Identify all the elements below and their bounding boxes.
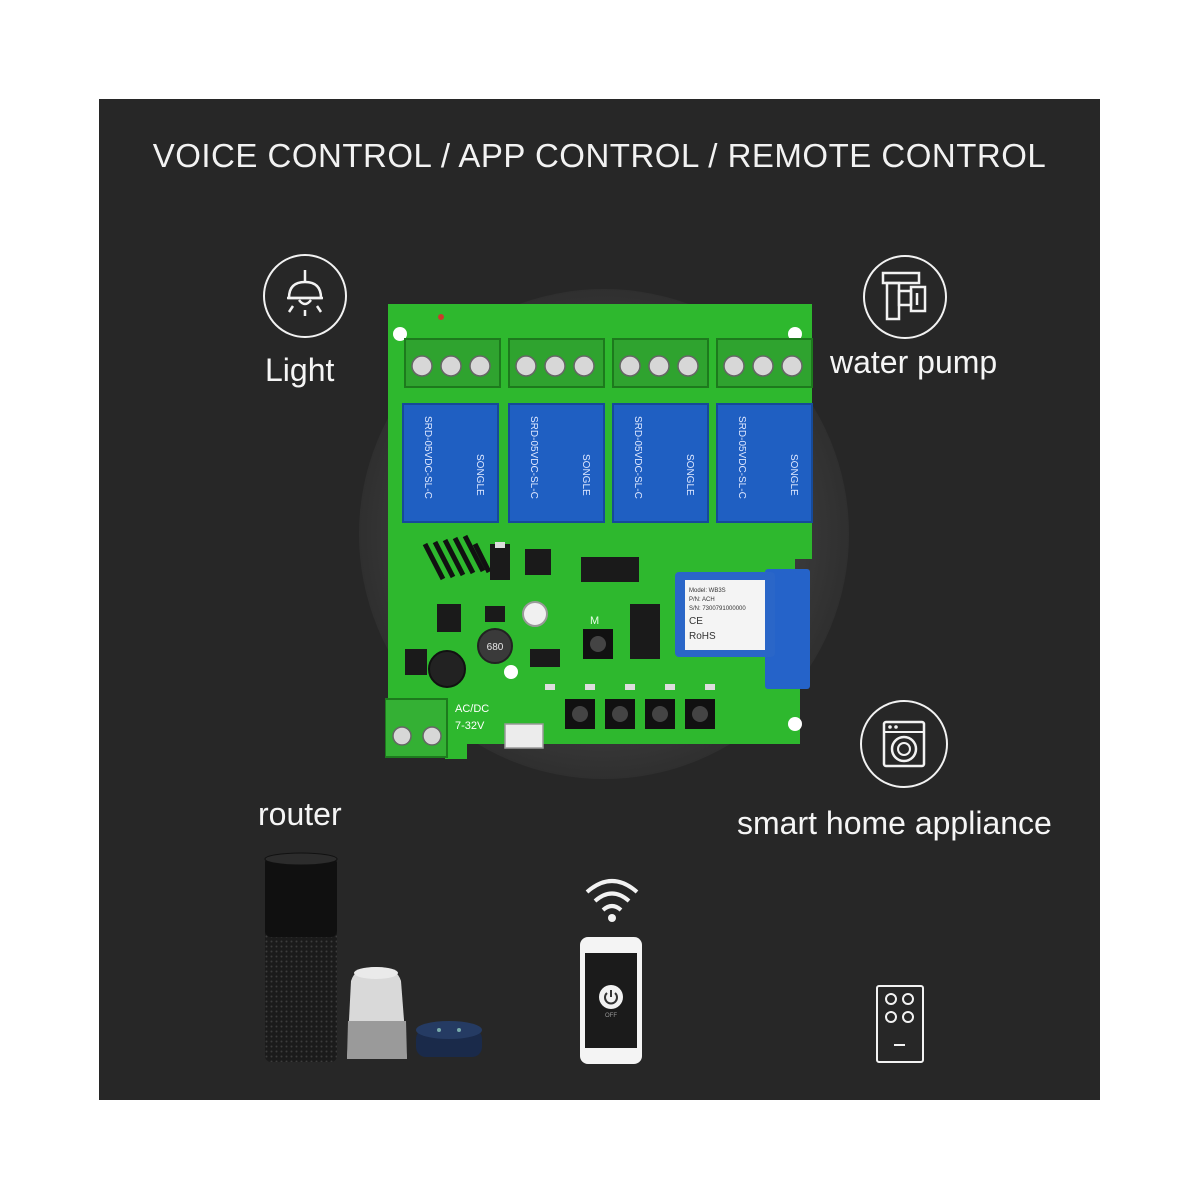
relays (402, 403, 813, 523)
power-label-acdc: AC/DC (455, 703, 489, 715)
power-toggle-button (599, 985, 623, 1009)
ceiling-light-icon (287, 270, 323, 316)
wifi-module: Model: WB3S P/N: ACH S/N: 7300791000000 … (675, 572, 775, 657)
m-button-label: M (590, 615, 599, 627)
washing-machine-icon-circle (860, 700, 948, 788)
smart-speakers (264, 852, 482, 1062)
inductor-label: 680 (487, 642, 504, 653)
module-sn: S/N: 7300791000000 (689, 606, 746, 612)
module-model: Model: WB3S (689, 588, 726, 594)
water-pump-icon-circle (863, 255, 947, 339)
washing-machine-icon (882, 720, 926, 768)
water-pump-label: water pump (830, 344, 998, 380)
relay-1-brand: SONGLE (474, 454, 485, 496)
product-panel: VOICE CONTROL / APP CONTROL / REMOTE CON… (99, 99, 1100, 1100)
smartphone: OFF (580, 937, 642, 1064)
relay-4-text: SRD-05VDC-SL-C (736, 416, 747, 499)
antenna-coil (422, 534, 492, 581)
relay-board-graphic: SRD-05VDC-SL-C SRD-05VDC-SL-C SRD-05VDC-… (384, 304, 813, 759)
power-status-text: OFF (605, 1013, 617, 1019)
relay-board: SRD-05VDC-SL-C SRD-05VDC-SL-C SRD-05VDC-… (384, 304, 830, 779)
power-icon (604, 990, 618, 1005)
relay-1-text: SRD-05VDC-SL-C (422, 416, 433, 499)
phone-screen: OFF (585, 953, 637, 1048)
smart-home-appliance-label: smart home appliance (737, 805, 1052, 841)
module-pin: P/N: ACH (689, 597, 715, 603)
headline: VOICE CONTROL / APP CONTROL / REMOTE CON… (152, 137, 1047, 174)
terminal-blocks (404, 338, 813, 388)
home-speaker (347, 967, 407, 1059)
relay-3-text: SRD-05VDC-SL-C (632, 416, 643, 499)
relay-2-brand: SONGLE (580, 454, 591, 496)
router-label: router (258, 796, 342, 832)
tall-speaker (264, 852, 338, 1062)
light-icon-circle (263, 254, 347, 338)
relay-2-text: SRD-05VDC-SL-C (528, 416, 539, 499)
wifi-icon (585, 879, 639, 922)
module-rohs: RoHS (689, 631, 716, 642)
power-label-voltage: 7-32V (455, 720, 485, 732)
remote-control-icon (876, 985, 924, 1063)
relay-3-brand: SONGLE (684, 454, 695, 496)
light-label: Light (265, 352, 335, 388)
dot-speaker (416, 1021, 482, 1057)
relay-4-brand: SONGLE (788, 454, 799, 496)
water-pump-icon (881, 271, 927, 321)
module-ce: CE (689, 616, 703, 627)
